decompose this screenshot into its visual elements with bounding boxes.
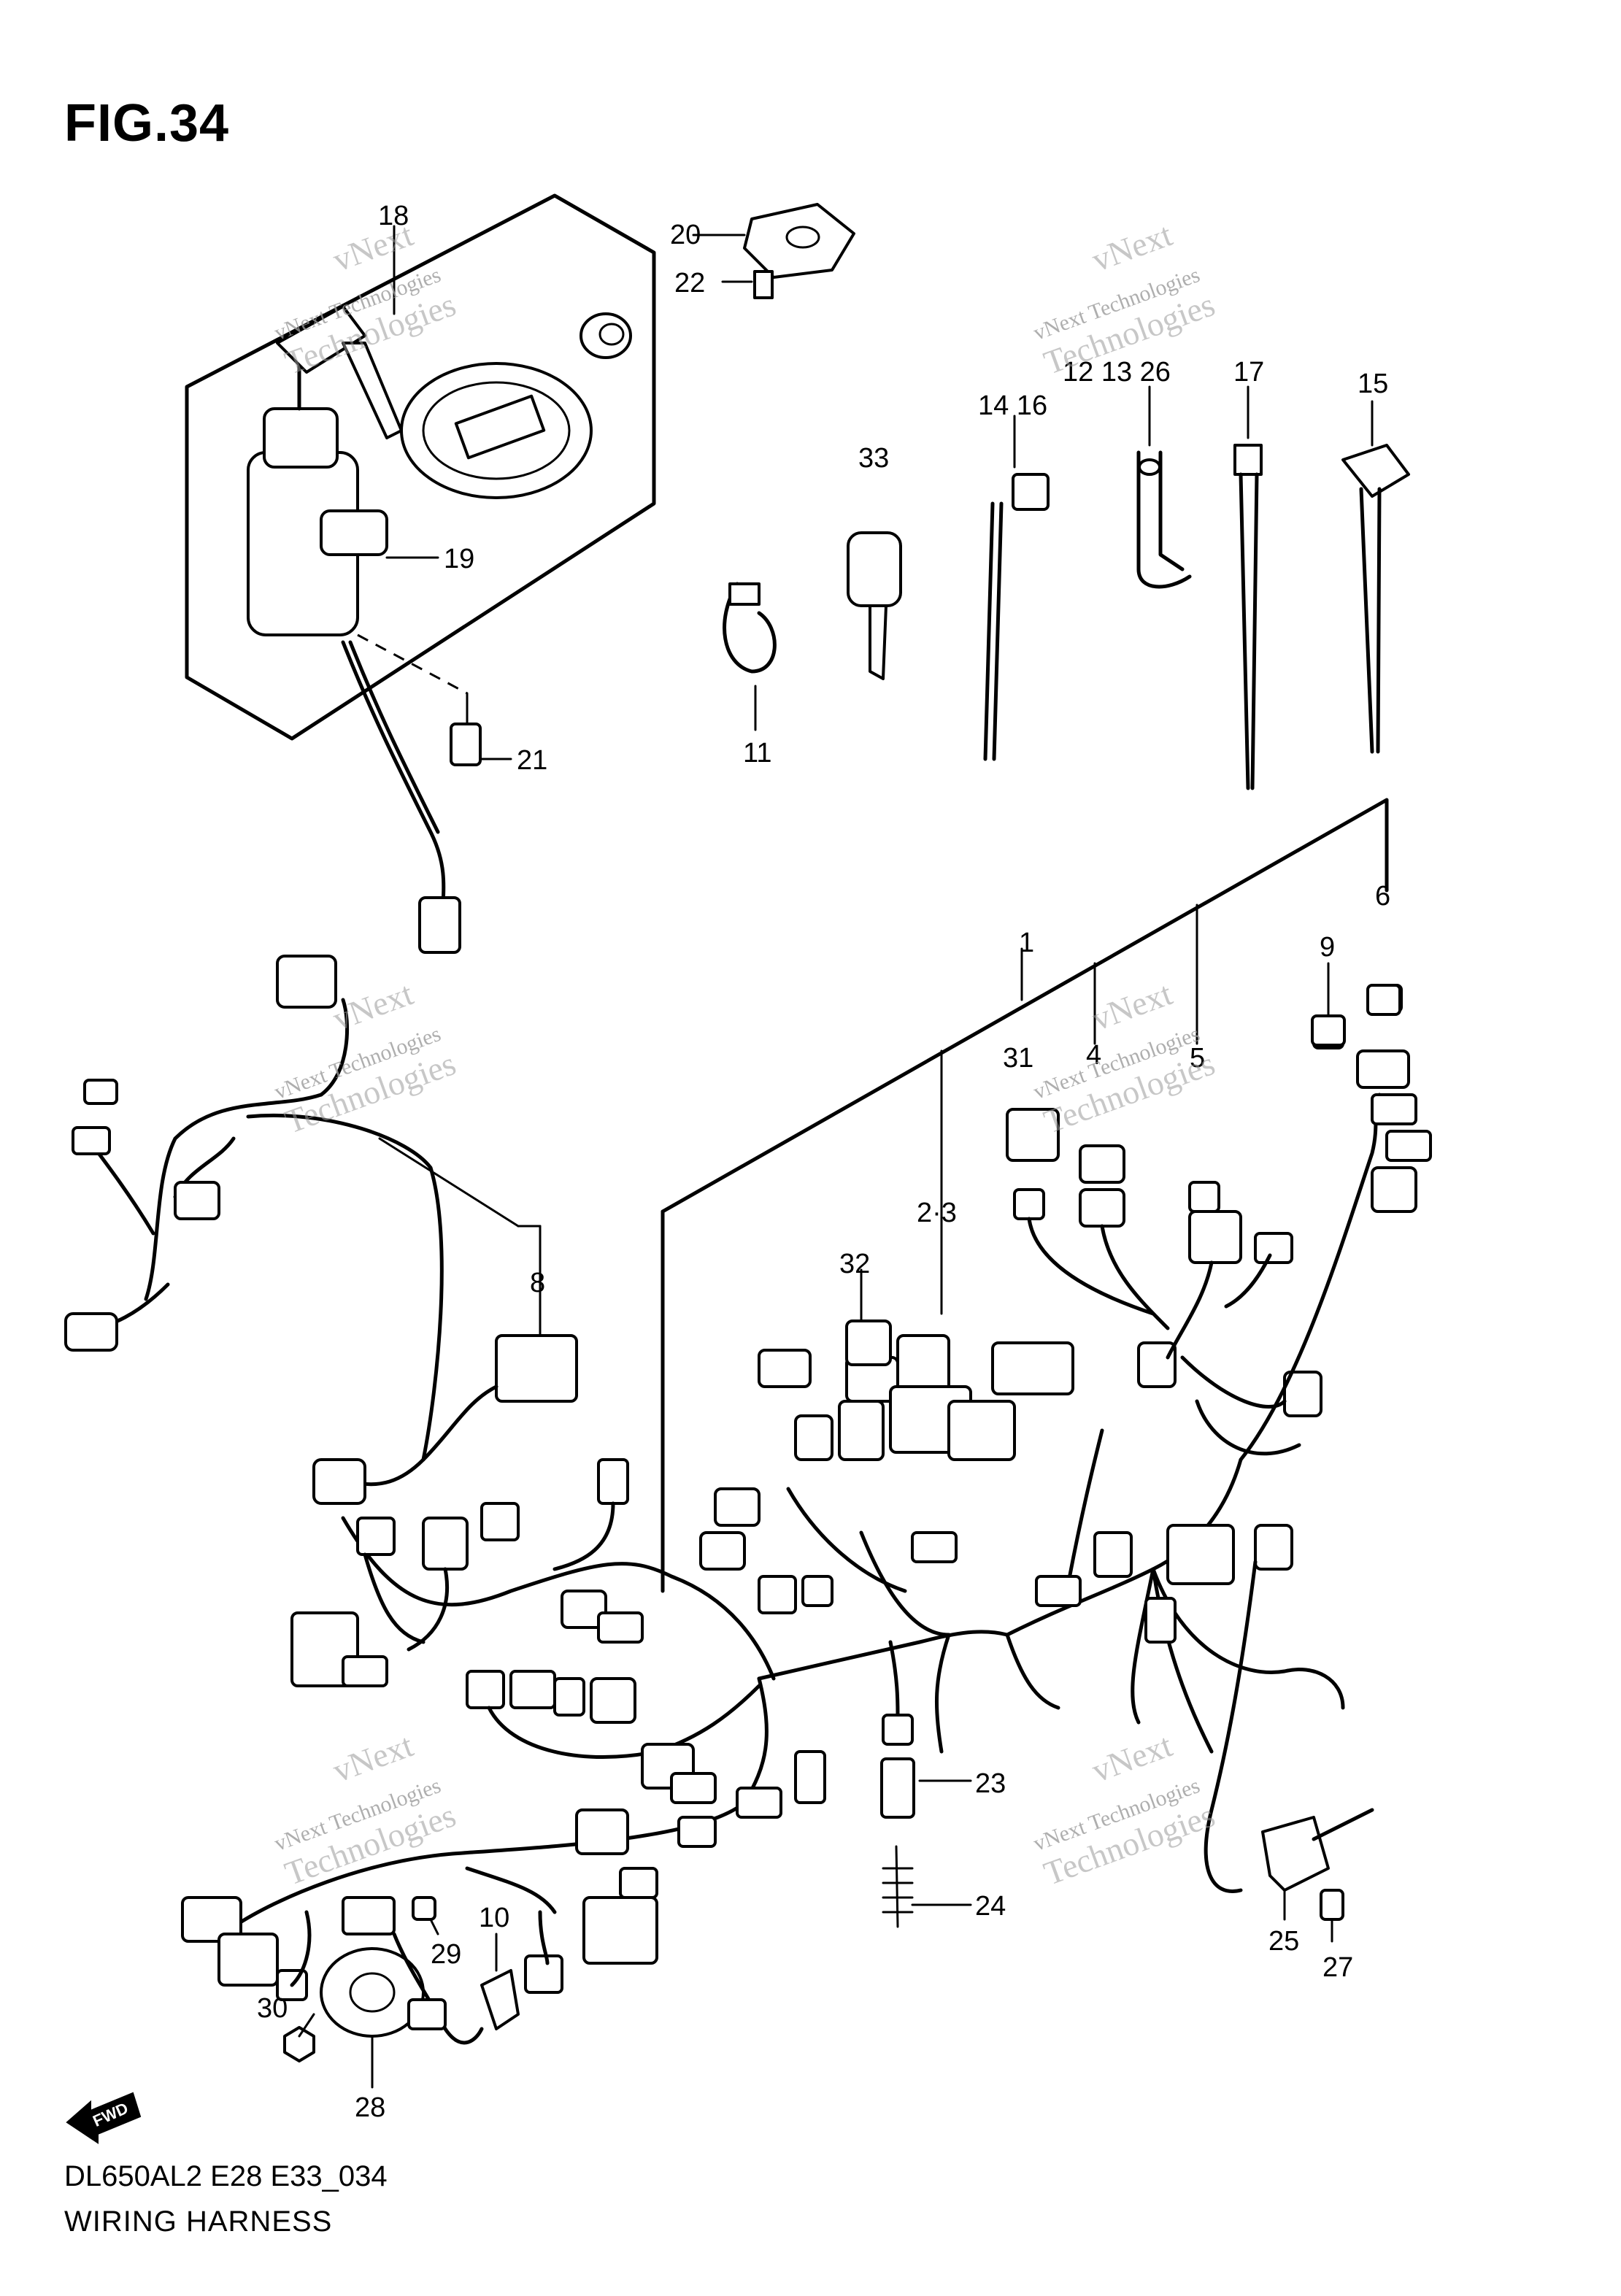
callout-29: 29 <box>431 1939 461 1970</box>
callout-2-3: 2·3 <box>917 1198 957 1228</box>
small-parts-top <box>385 203 1410 790</box>
callout-18: 18 <box>378 201 409 231</box>
svg-text:vNext: vNext <box>328 974 417 1037</box>
callout-10: 10 <box>479 1903 509 1933</box>
svg-text:vNext: vNext <box>1087 974 1177 1037</box>
callout-6: 6 <box>1375 881 1390 912</box>
callout-17: 17 <box>1233 357 1264 388</box>
callout-1: 1 <box>1019 928 1034 958</box>
watermarks: vNext vNext Technologies Technologies vN… <box>272 215 1220 1892</box>
callout-8: 8 <box>530 1268 545 1298</box>
ignition-kit-box <box>185 193 656 954</box>
callout-11: 11 <box>743 738 771 768</box>
model-code: DL650AL2 E28 E33_034 <box>64 2160 388 2192</box>
watermark-1: vNext vNext Technologies Technologies <box>272 215 461 381</box>
callout-27: 27 <box>1322 1952 1353 1983</box>
callout-33: 33 <box>858 443 889 474</box>
callout-14-16: 14 16 <box>978 390 1047 421</box>
callout-19: 19 <box>444 544 474 574</box>
callout-31: 31 <box>1003 1043 1033 1074</box>
fwd-arrow-icon <box>66 2092 142 2144</box>
svg-text:vNext: vNext <box>328 215 417 278</box>
callouts: 18 20 22 19 21 33 14 16 12 13 26 17 15 1… <box>257 201 1390 2123</box>
callout-20: 20 <box>670 220 701 250</box>
figure-title: FIG.34 <box>64 94 230 153</box>
watermark-6: vNext vNext Technologies Technologies <box>1031 1726 1220 1892</box>
callout-28: 28 <box>355 2092 385 2123</box>
callout-25: 25 <box>1268 1926 1299 1957</box>
callout-15: 15 <box>1358 369 1388 399</box>
callout-24: 24 <box>975 1891 1006 1922</box>
callout-12-13-26: 12 13 26 <box>1063 357 1171 388</box>
callout-21: 21 <box>517 745 547 776</box>
callout-4: 4 <box>1086 1040 1101 1071</box>
main-harness <box>64 798 1432 2144</box>
callout-30: 30 <box>257 1993 288 2024</box>
callout-23: 23 <box>975 1768 1006 1799</box>
callout-22: 22 <box>674 268 705 298</box>
svg-text:vNext: vNext <box>1087 215 1177 278</box>
watermark-2: vNext vNext Technologies Technologies <box>1031 215 1220 381</box>
figure-name: WIRING HARNESS <box>64 2206 333 2238</box>
svg-text:vNext: vNext <box>328 1726 417 1789</box>
svg-text:vNext: vNext <box>1087 1726 1177 1789</box>
callout-32: 32 <box>839 1249 870 1279</box>
callout-9: 9 <box>1320 932 1335 963</box>
watermark-5: vNext vNext Technologies Technologies <box>272 1726 461 1892</box>
callout-5: 5 <box>1190 1043 1205 1074</box>
